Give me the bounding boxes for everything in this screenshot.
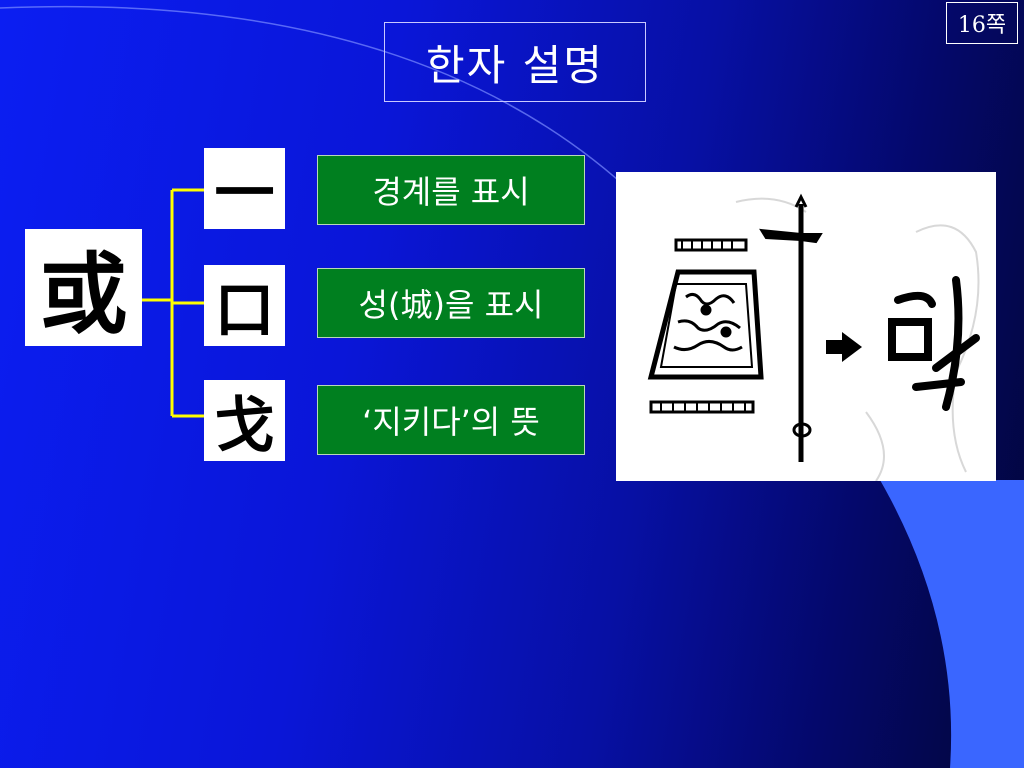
arc-line: [0, 5, 641, 201]
meaning-box-1: 경계를 표시: [317, 155, 585, 225]
component-character-1: 一: [204, 148, 285, 229]
page-number: 16쪽: [946, 2, 1018, 44]
meaning-box-2: 성(城)을 표시: [317, 268, 585, 338]
city-wall-sketch-icon: [647, 238, 764, 414]
ancient-character-icon: [888, 276, 980, 411]
spear-icon: [759, 193, 823, 462]
main-character: 或: [25, 229, 142, 346]
faint-figure-icon: [735, 197, 980, 481]
corner-swoosh: [880, 480, 1024, 768]
slide-title: 한자 설명: [384, 22, 646, 102]
component-character-2: 口: [204, 265, 285, 346]
meaning-box-3: ‘지키다’의 뜻: [317, 385, 585, 455]
component-character-3: 戈: [204, 380, 285, 461]
etymology-illustration: [616, 172, 996, 481]
right-arrow-icon: [826, 332, 862, 362]
